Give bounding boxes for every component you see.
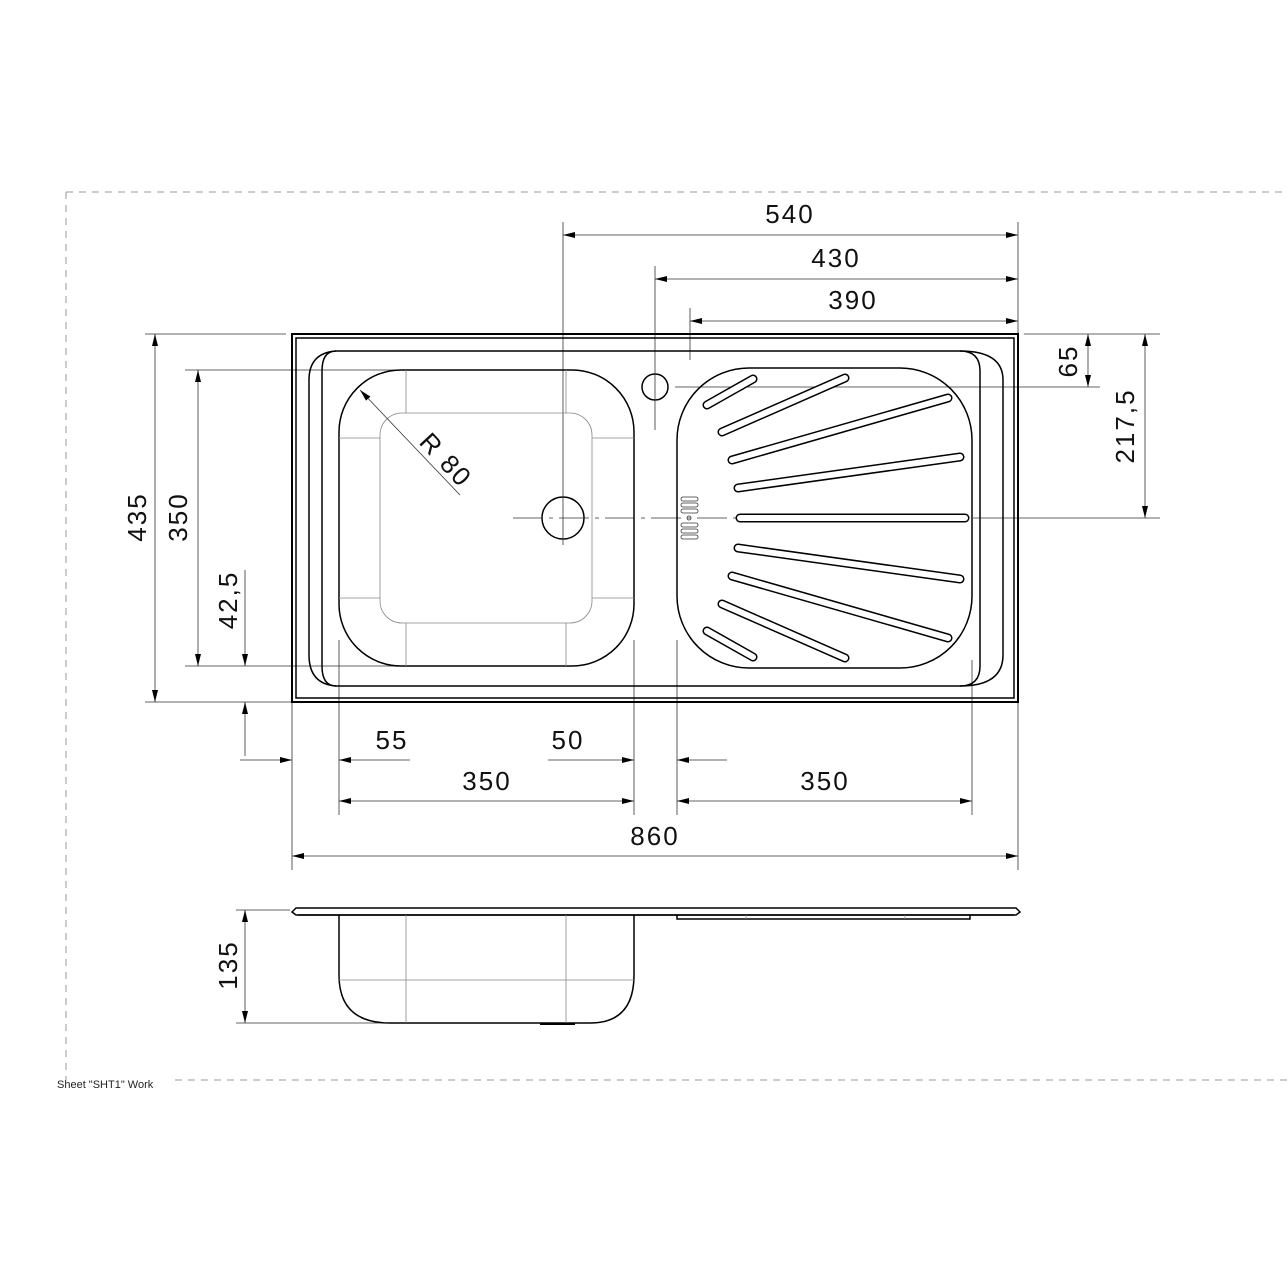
- dim-65: 65: [1053, 345, 1083, 378]
- sheet-border: [65, 191, 1287, 1081]
- dimension-lines: [152, 232, 1148, 1023]
- dim-350-bowl: 350: [462, 766, 511, 796]
- extension-lines: [145, 222, 1160, 1024]
- dim-430: 430: [811, 243, 860, 273]
- sheet-label: Sheet "SHT1" Work: [57, 1079, 154, 1091]
- dim-217-5: 217,5: [1110, 388, 1140, 463]
- dim-135: 135: [213, 940, 243, 989]
- sink-side-view: [290, 907, 1022, 1025]
- dim-42-5: 42,5: [213, 571, 243, 630]
- dim-390: 390: [828, 285, 877, 315]
- bowl-floor: [379, 412, 593, 624]
- radius-label: R 80: [414, 427, 479, 493]
- dim-350-vertical: 350: [163, 492, 193, 541]
- dim-350-drainer: 350: [800, 766, 849, 796]
- dim-540: 540: [765, 199, 814, 229]
- dim-435: 435: [122, 492, 152, 541]
- dim-860: 860: [630, 821, 679, 851]
- drainer-board: [676, 367, 973, 669]
- dim-55: 55: [376, 725, 409, 755]
- sink-top-view: R 80: [291, 333, 1019, 703]
- overflow-slot-icon: [680, 496, 699, 540]
- dim-50: 50: [552, 725, 585, 755]
- dimension-labels: 540 430 390 65 217,5 435 350 42,5 55 50 …: [122, 199, 1140, 990]
